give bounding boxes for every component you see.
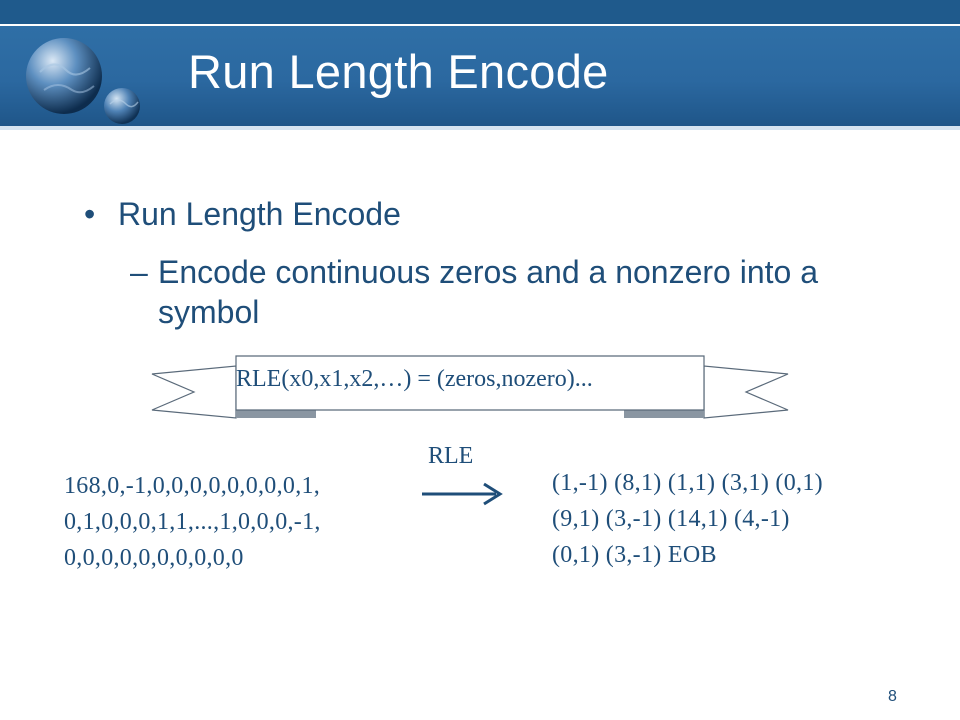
output-line: (9,1) (3,-1) (14,1) (4,-1) (552, 506, 790, 532)
ribbon-banner (151, 355, 789, 419)
output-line: (0,1) (3,-1) EOB (552, 542, 717, 568)
formula-text: RLE(x0,x1,x2,…) = (zeros,nozero)... (236, 366, 593, 392)
bullet-text: Run Length Encode (118, 196, 401, 232)
title-band-edge (0, 126, 960, 130)
sub-bullet-text: Encode continuous zeros and a nonzero in… (158, 254, 819, 330)
page-number: 8 (888, 688, 897, 705)
input-line: 168,0,-1,0,0,0,0,0,0,0,0,1, (64, 473, 321, 499)
input-sequence: 168,0,-1,0,0,0,0,0,0,0,0,1, 0,1,0,0,0,1,… (64, 468, 321, 576)
output-line: (1,-1) (8,1) (1,1) (3,1) (0,1) (552, 470, 823, 496)
input-line: 0,0,0,0,0,0,0,0,0,0 (64, 545, 244, 571)
bullet-item: • Run Length Encode (84, 196, 401, 233)
globe-spheres-icon (26, 38, 140, 124)
arrow-right-icon (422, 482, 503, 506)
arrow-label: RLE (428, 443, 474, 469)
output-sequence: (1,-1) (8,1) (1,1) (3,1) (0,1) (9,1) (3,… (552, 465, 823, 573)
top-bar (0, 0, 960, 24)
input-line: 0,1,0,0,0,1,1,...,1,0,0,0,-1, (64, 509, 321, 535)
title-band (0, 26, 960, 126)
slide-title: Run Length Encode (188, 45, 609, 98)
bullet-dot: • (84, 196, 96, 232)
sub-bullet-item: – Encode continuous zeros and a nonzero … (130, 252, 850, 332)
sub-bullet-dash: – (130, 254, 148, 290)
